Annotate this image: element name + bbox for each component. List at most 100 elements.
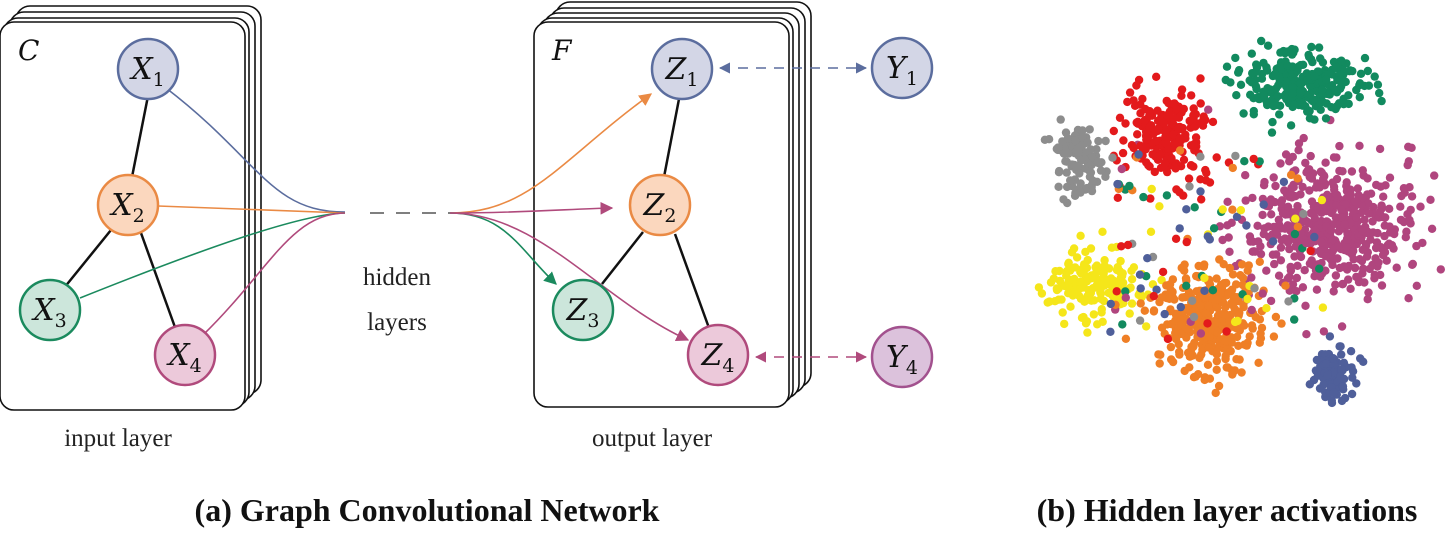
activation-point (1204, 105, 1213, 114)
activation-point (1310, 226, 1320, 235)
input-node-x2-sub: 2 (133, 205, 145, 227)
activation-point (1346, 347, 1356, 356)
activation-point (1268, 237, 1278, 246)
output-node-z4-letter: Z (701, 338, 724, 373)
activation-point (1062, 168, 1071, 177)
activation-point (1140, 306, 1150, 315)
activation-point (1304, 52, 1314, 62)
activation-point (1337, 396, 1347, 406)
activation-point (1252, 84, 1261, 94)
activation-point (1357, 226, 1367, 235)
activation-point (1385, 204, 1394, 213)
activation-point (1407, 143, 1416, 152)
activation-point (1237, 260, 1247, 269)
activation-point (1059, 149, 1069, 158)
activation-point (1317, 195, 1327, 205)
activation-point (1276, 243, 1286, 252)
activation-point (1302, 217, 1312, 226)
activation-point (1063, 134, 1073, 143)
activation-point (1086, 244, 1096, 253)
activation-point (1331, 85, 1340, 95)
activation-point (1123, 240, 1133, 250)
activation-point (1221, 351, 1230, 361)
activation-point (1165, 281, 1174, 290)
activation-point (1086, 145, 1095, 154)
activation-point (1222, 327, 1231, 336)
activation-point (1075, 169, 1084, 178)
output-node-z3-circle (551, 278, 615, 342)
activation-point (1349, 255, 1358, 264)
activation-point (1098, 317, 1107, 326)
svg-text:Z4: Z4 (701, 338, 735, 377)
activation-point (1225, 263, 1235, 273)
activation-point (1150, 167, 1160, 177)
activation-point (1307, 208, 1316, 218)
activation-point (1285, 272, 1294, 282)
activation-point (1321, 158, 1330, 167)
input-node-x2: X2 (96, 173, 160, 237)
activation-point (1052, 284, 1062, 293)
activation-point (1249, 154, 1258, 164)
activation-point (1318, 303, 1328, 312)
output-graph-edges (601, 98, 711, 329)
activation-point (1321, 114, 1331, 123)
activation-point (1380, 231, 1389, 241)
svg-text:Z2: Z2 (643, 188, 677, 227)
output-card-label: F (551, 34, 573, 67)
activation-point (1342, 242, 1351, 251)
activation-point (1360, 53, 1370, 63)
input-card-label: C (18, 34, 39, 67)
activation-point (1177, 91, 1186, 101)
activation-point (1218, 235, 1227, 245)
activation-point (1258, 210, 1267, 220)
activation-point (1307, 42, 1316, 52)
activation-point (1196, 301, 1205, 310)
activation-point (1337, 212, 1346, 222)
input-node-x4-letter: X (166, 338, 191, 373)
activation-point (1375, 207, 1385, 217)
input-node-x4-sub: 4 (190, 355, 202, 377)
activation-point (1198, 121, 1208, 130)
activation-point (1412, 281, 1422, 290)
output-node-z1-circle (650, 37, 714, 101)
activation-point (1370, 72, 1379, 81)
activation-point (1115, 113, 1125, 123)
activation-point (1290, 252, 1299, 261)
activation-point (1292, 287, 1301, 296)
activation-point (1085, 125, 1094, 134)
activation-point (1296, 60, 1305, 70)
activation-point (1319, 380, 1328, 389)
activation-point (1377, 96, 1386, 106)
activation-point (1375, 144, 1385, 154)
activation-point (1231, 151, 1240, 161)
output-node-z4: Z4 (686, 323, 750, 387)
activation-point (1064, 289, 1073, 298)
activation-point (1346, 284, 1355, 293)
activation-point (1244, 261, 1254, 270)
activation-point (1133, 117, 1143, 127)
activation-point (1189, 373, 1199, 382)
activation-point (1215, 255, 1224, 264)
activation-point (1327, 226, 1336, 235)
activation-point (1262, 266, 1271, 275)
activation-point (1288, 83, 1297, 92)
activation-point (1199, 262, 1209, 271)
activation-point (1427, 224, 1437, 233)
activation-point (1054, 168, 1064, 177)
activation-point (1279, 46, 1288, 56)
activation-point (1172, 104, 1181, 114)
activation-point (1280, 224, 1290, 233)
activation-point (1147, 184, 1156, 194)
activation-point (1322, 75, 1331, 85)
activation-point (1121, 119, 1130, 128)
activation-point (1255, 315, 1265, 324)
activation-point (1342, 235, 1352, 244)
activation-point (1339, 358, 1349, 367)
activation-point (1418, 238, 1427, 248)
activation-point (1043, 298, 1052, 307)
activation-point (1305, 259, 1315, 268)
activation-point (1302, 239, 1311, 248)
activation-point (1076, 188, 1085, 197)
activation-point (1074, 147, 1084, 157)
activation-point (1101, 172, 1110, 181)
